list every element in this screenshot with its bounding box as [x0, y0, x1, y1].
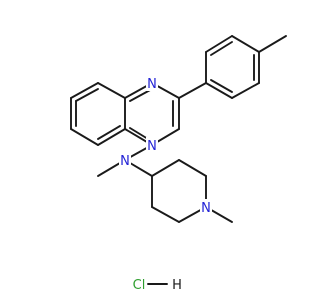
bond	[210, 79, 233, 93]
bond	[97, 82, 126, 99]
bond	[151, 206, 180, 223]
bond	[129, 127, 149, 140]
bond	[210, 41, 233, 56]
bond	[205, 82, 233, 99]
atom-label-cl: Cl	[133, 278, 146, 293]
atom-label-layer: N N N N Cl H	[119, 75, 212, 293]
bond	[151, 159, 180, 177]
bond	[70, 128, 99, 146]
atom-label-h: H	[172, 278, 182, 293]
bond	[178, 159, 207, 177]
atom-label-n3: N	[147, 139, 157, 154]
bond	[75, 88, 99, 102]
atom-label-amine-n: N	[120, 154, 130, 169]
bond	[178, 82, 207, 99]
bond	[97, 128, 126, 146]
bond	[70, 82, 99, 99]
bond-layer	[70, 35, 287, 285]
bond	[97, 125, 121, 140]
structure-canvas: N N N N Cl H	[70, 35, 287, 293]
atom-label-n1: N	[147, 77, 157, 92]
bond	[231, 35, 260, 53]
bond	[205, 35, 233, 53]
bond	[258, 35, 287, 53]
bond	[231, 82, 260, 99]
atom-label-piperidine-n: N	[201, 201, 211, 216]
